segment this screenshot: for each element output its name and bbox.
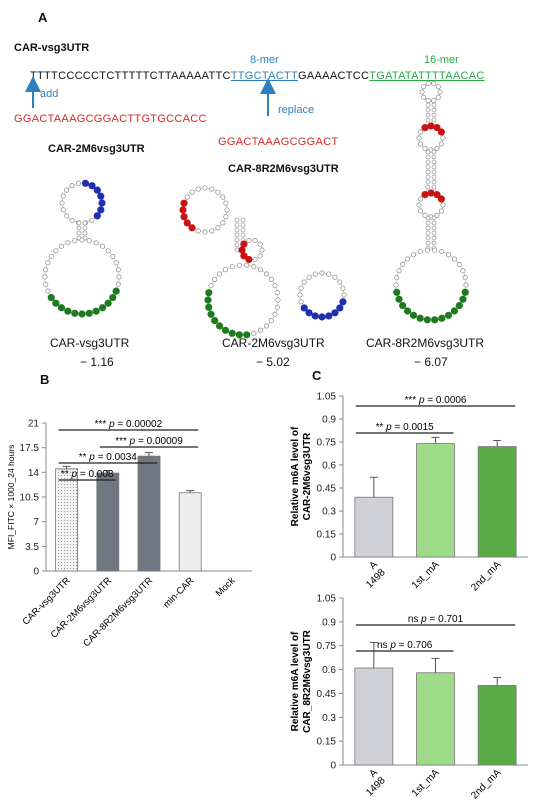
x-tick-label: 1st_mA [410,559,442,591]
y-tick-label: 1.05 [317,392,337,403]
y-tick-label: 0 [330,761,336,772]
y-tick-label: 0.75 [317,438,337,449]
y-tick-label: 0.6 [322,461,336,472]
y-tick-label: 0 [33,567,39,578]
rna-3-green-loop [393,247,469,324]
seq-8mer: TTGCTACTT [230,70,299,82]
label-8mer: 8-mer [250,54,279,66]
y-tick-label: 21 [28,419,40,430]
red-seq-add: GGACTAAAGCGGACTTGTGCCACC [14,113,207,125]
significance-label: *** p = 0.00009 [115,436,183,447]
rna-3-red-loop-1 [416,122,446,153]
y-tick-label: 0.6 [322,665,336,676]
panel-letter-a: A [38,10,48,25]
title-2m6: CAR-2M6vsg3UTR [48,143,145,155]
y-tick-label: 10.5 [20,493,40,504]
x-tick-label: min-CAR [161,575,196,610]
y-tick-label: 0.9 [322,415,336,426]
bar [137,455,161,572]
seq-plain-1: TTTTCCCCCTCTTTTTCTTAAAAATTC [30,70,231,82]
y-tick-label: 0.45 [317,484,337,495]
seq-plain-2: GAAAACTCC [298,70,370,82]
rna-3-red-loop-2 [416,189,446,220]
y-tick-label: 0.9 [322,617,336,628]
y-tick-label: 0.15 [317,530,337,541]
bar [354,496,394,558]
structure-name-1: CAR-vsg3UTR [50,336,130,350]
x-tick-label: 2nd_mA [469,559,503,593]
y-tick-label: 0.3 [322,507,336,518]
x-tick-label: 2nd_mA [469,767,503,801]
x-tick-label: Mock [214,575,238,599]
significance-label: ** p = 0.008 [61,469,114,480]
significance-label: ns p = 0.701 [408,614,464,625]
x-tick-label: CAR-8R2M6vsg3UTR [81,575,155,649]
y-tick-label: 1.05 [317,594,337,605]
rna-2-top-loop [179,185,230,235]
structure-energy-3: − 6.07 [414,355,448,369]
x-tick-label: A1498 [356,767,388,799]
insertion-arrows [25,76,276,116]
label-16mer: 16-mer [424,54,459,66]
bar [55,468,78,572]
structure-name-2: CAR-2M6vsg3UTR [222,336,325,350]
structure-name-3: CAR-8R2M6vsg3UTR [366,336,485,350]
significance-label: ** p = 0.0015 [376,422,435,433]
x-tick-label: A1498 [356,559,388,591]
construct-label: CAR-vsg3UTR [14,42,90,54]
seq-16mer: TGATATATTTTAACAC [369,70,485,82]
y-axis-label: MFI_FITC × 1000_24 hours [6,445,16,550]
y-tick-label: 0 [330,553,336,564]
significance-label: ns p = 0.706 [377,640,433,651]
significance-label: *** p = 0.00002 [95,419,163,430]
rna-structures [42,80,469,339]
y-tick-label: 3.5 [25,542,39,553]
bar [416,672,455,766]
bar [178,492,202,572]
x-tick-label: 1st_mA [410,767,442,799]
label-add: add [40,88,59,100]
bar [477,685,517,766]
y-axis-label: Relative m6A level ofCAR-2M6vsg3UTR [290,426,313,526]
y-axis-label: Relative m6A level ofCAR_8R2M6vsg3UTR [290,629,313,733]
bar [416,443,455,558]
y-tick-label: 14 [28,468,40,479]
rna-2-blue-loop [297,270,347,321]
y-tick-label: 0.75 [317,641,337,652]
significance-label: *** p = 0.0006 [405,395,467,406]
utr-sequence: TTTTCCCCCTCTTTTTCTTAAAAATTCTTGCTACTTGAAA… [30,70,485,82]
rna-1-bottom-loop [42,237,122,318]
y-tick-label: 0.45 [317,689,337,700]
structure-energy-1: − 1.16 [80,355,114,369]
bar [477,446,517,558]
rna-2-green-loop [204,262,281,339]
panel-letter-b: B [40,372,50,387]
y-tick-label: 0.15 [317,737,337,748]
significance-label: ** p = 0.0034 [79,452,138,463]
bar [354,667,394,766]
y-tick-label: 7 [33,517,39,528]
y-tick-label: 17.5 [20,443,40,454]
title-8r2m6: CAR-8R2M6vsg3UTR [228,163,339,175]
red-seq-replace: GGACTAAAGCGGACT [218,136,339,148]
y-tick-label: 0.3 [322,713,336,724]
rna-2-red-loop [238,237,265,264]
bar [96,472,120,572]
panel-letter-c: C [312,368,322,383]
rna-3-stem-a [425,102,437,123]
label-replace: replace [278,104,315,116]
structure-energy-2: − 5.02 [256,355,290,369]
